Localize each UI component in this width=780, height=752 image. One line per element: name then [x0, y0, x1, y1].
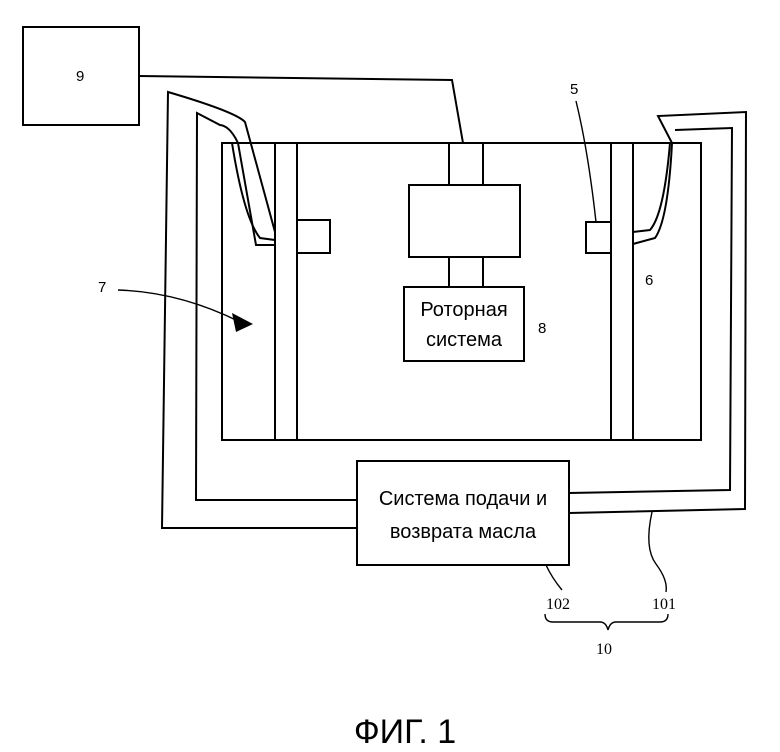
control-unit-label: 9: [76, 68, 84, 85]
oil-chamber-label: 7: [98, 279, 106, 296]
oil-assembly-label: 10: [596, 641, 612, 658]
oil-system-line1: Система подачи и: [379, 488, 547, 510]
bearing-sleeve-leader: [576, 101, 596, 222]
oil-system-line2: возврата масла: [390, 521, 537, 543]
rotor-ref-label-8: 8: [538, 320, 546, 337]
right-oil-pipe-inner: [569, 128, 732, 493]
rotor-system-line1: Роторная: [420, 299, 507, 321]
left-oil-pipe-outer: [162, 92, 357, 528]
left-oil-pipe-inner: [196, 113, 357, 500]
return-pipe-leader: [649, 512, 666, 592]
oil-chamber-arrowhead: [232, 313, 253, 332]
rotor-system-line2: система: [426, 329, 503, 351]
assembly-brace: [545, 614, 668, 630]
return-pipe-label: 101: [652, 596, 676, 613]
signal-line: [139, 76, 463, 143]
bearing-sleeve-label: 5: [570, 81, 578, 98]
supply-pipe-leader: [546, 565, 562, 590]
oil-system-box: [357, 461, 569, 565]
supply-pipe-label: 102: [546, 596, 570, 613]
right-oil-passage: [633, 143, 670, 232]
figure-caption: ФИГ. 1: [354, 713, 456, 751]
right-bearing-block: [586, 222, 611, 253]
motor-box: [409, 185, 520, 257]
left-bearing-block: [297, 220, 330, 253]
oil-passage-label: 6: [645, 272, 653, 289]
right-oil-pipe-outer: [569, 112, 746, 513]
left-oil-passage: [232, 143, 275, 240]
